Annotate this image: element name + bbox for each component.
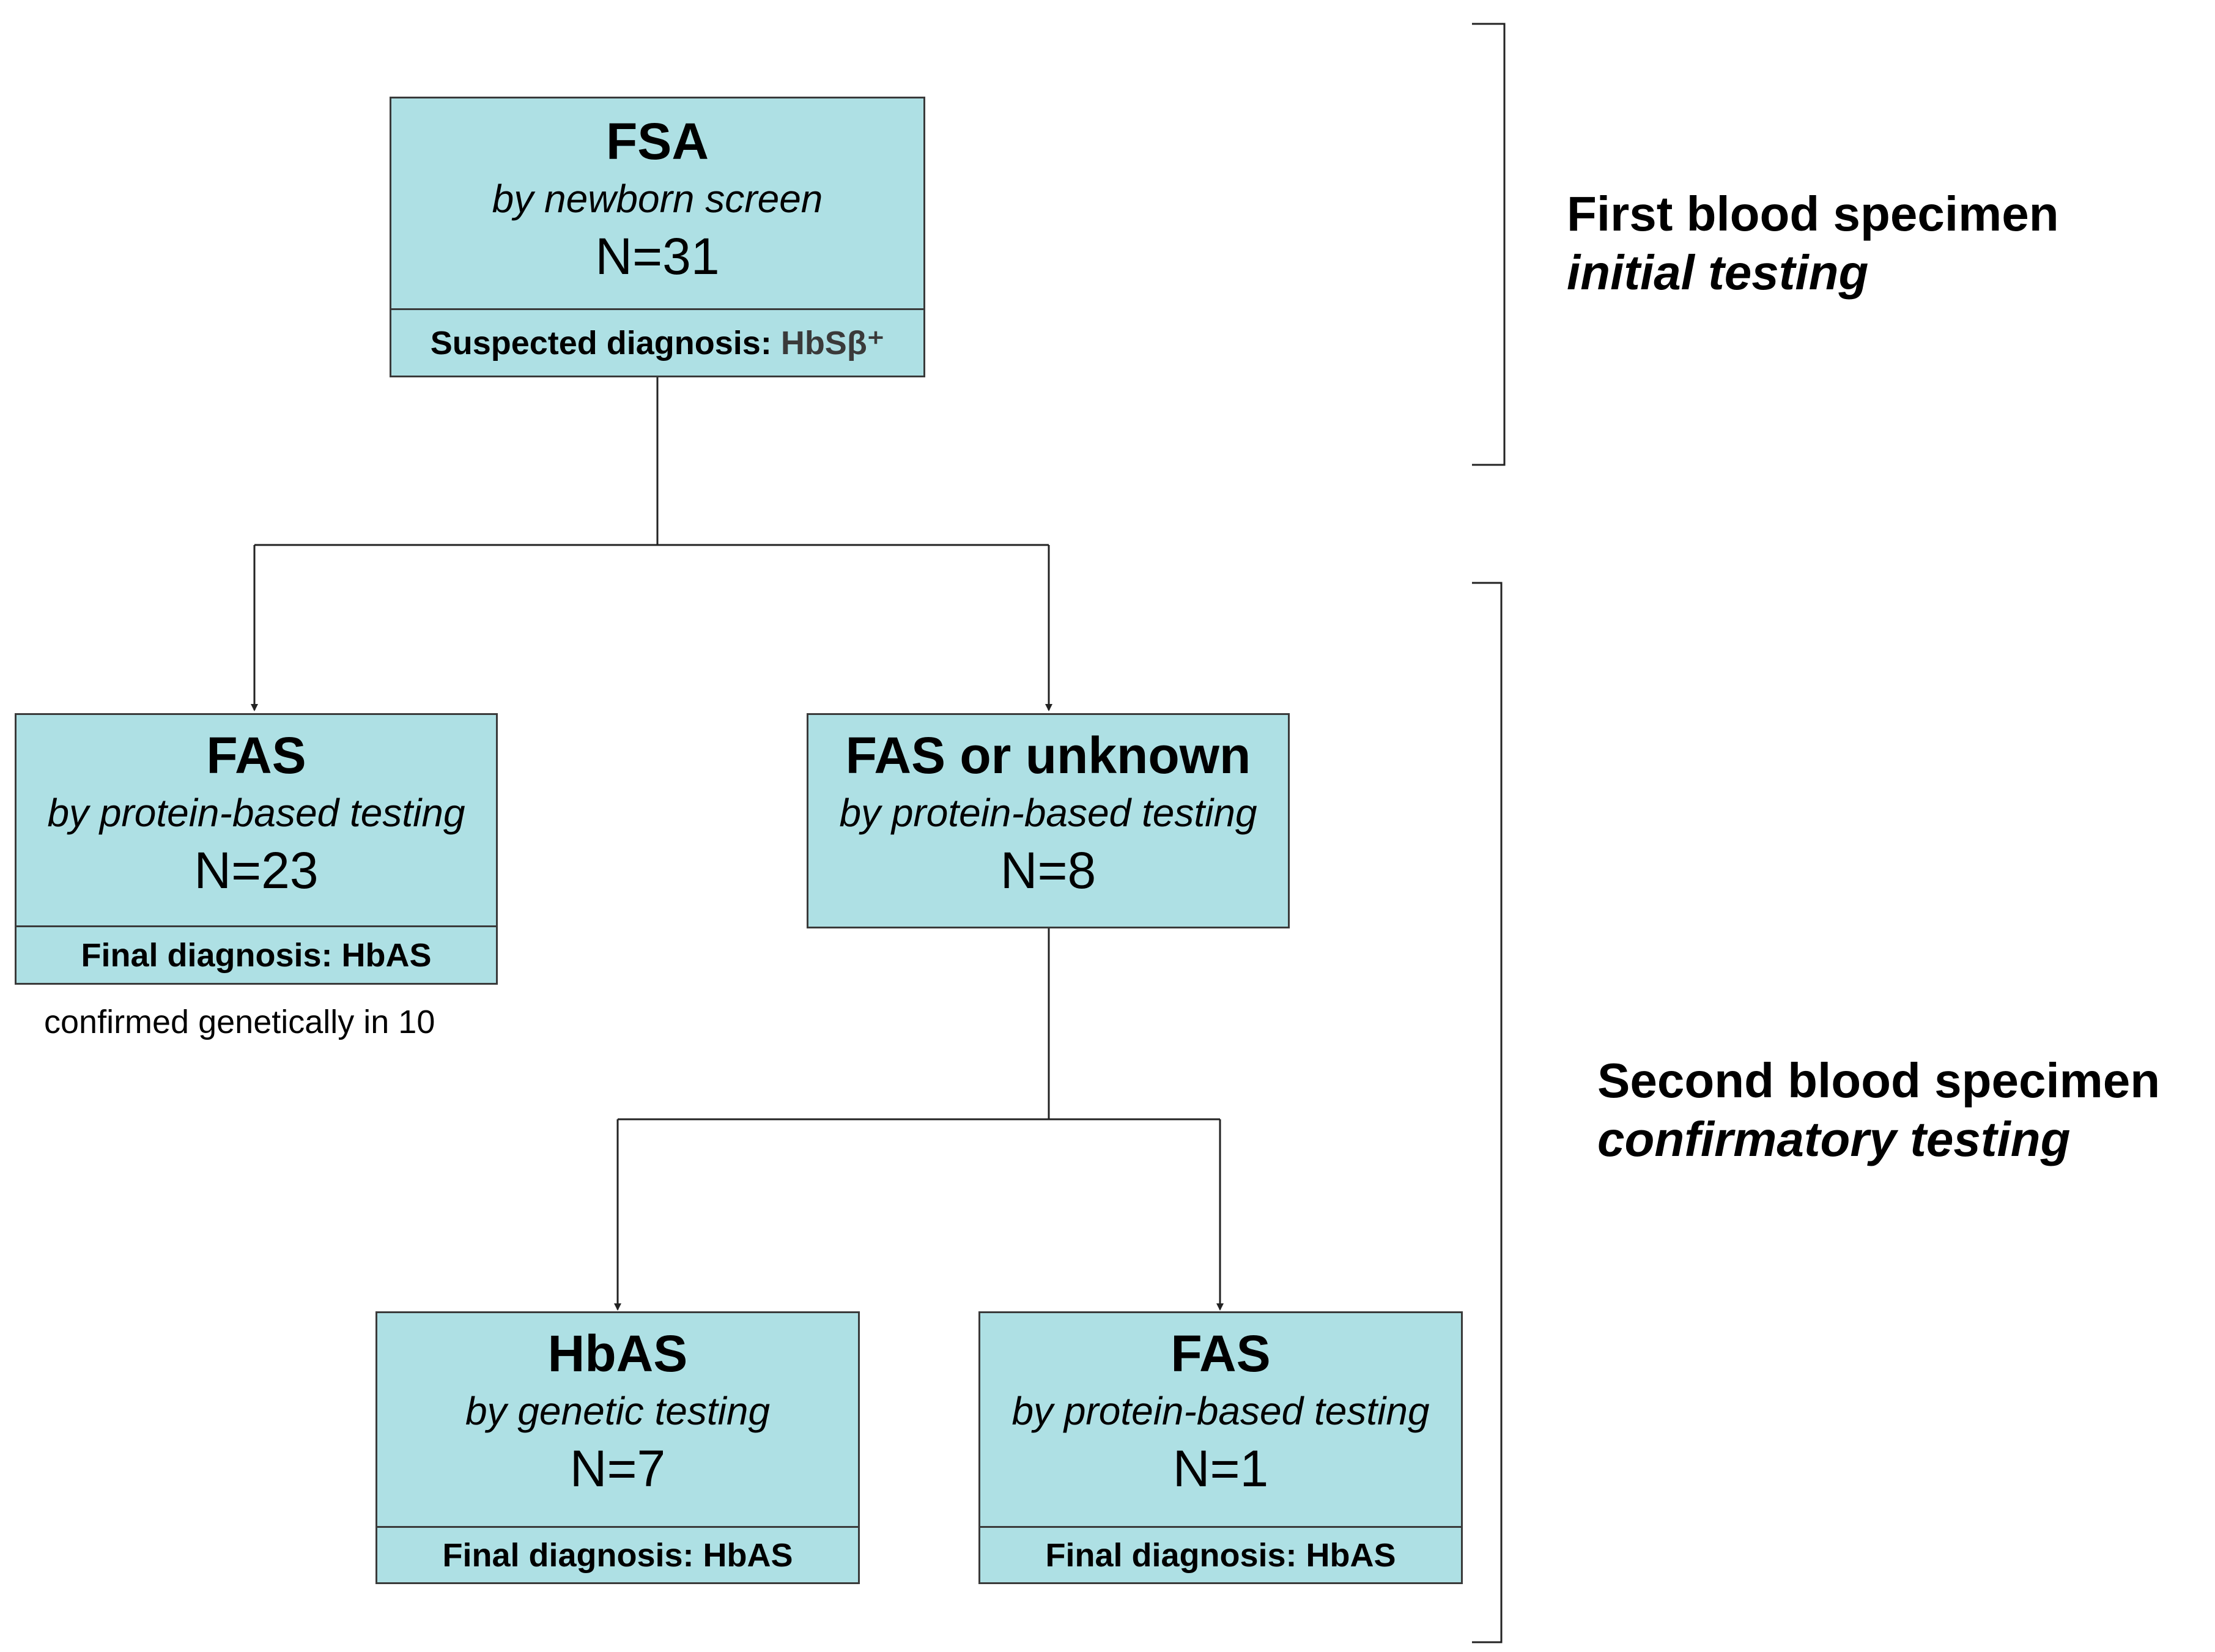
stage-label-first: First blood specimen initial testing	[1567, 185, 2059, 302]
box-title: FAS or unknown	[845, 727, 1251, 784]
box-protein-testing-fas-2: FAS by protein-based testing N=1 Final d…	[978, 1311, 1463, 1584]
footer-value: HbAS	[341, 936, 432, 974]
footer-label: Final diagnosis:	[442, 1536, 694, 1574]
note-confirmed-genetically: confirmed genetically in 10	[44, 1004, 435, 1040]
box-footer: Final diagnosis: HbAS	[377, 1526, 858, 1582]
box-method: by newborn screen	[492, 177, 823, 221]
footer-label: Suspected diagnosis:	[430, 324, 772, 361]
box-footer: Final diagnosis: HbAS	[17, 925, 496, 983]
box-protein-testing-fas-or-unknown: FAS or unknown by protein-based testing …	[807, 713, 1290, 928]
box-title: FAS	[1170, 1325, 1271, 1382]
box-newborn-screen: FSA by newborn screen N=31 Suspected dia…	[390, 97, 925, 377]
bracket-first-specimen	[1472, 23, 1506, 466]
box-method: by protein-based testing	[839, 791, 1257, 835]
box-method: by genetic testing	[465, 1389, 771, 1433]
footer-value: HbAS	[703, 1536, 793, 1574]
box-method: by protein-based testing	[47, 791, 465, 835]
footer-value: HbAS	[1306, 1536, 1396, 1574]
box-title: HbAS	[547, 1325, 688, 1382]
box-count: N=31	[595, 228, 720, 285]
footer-label: Final diagnosis:	[81, 936, 333, 974]
box-title: FAS	[206, 727, 306, 784]
box-count: N=7	[569, 1440, 666, 1497]
box-footer: Final diagnosis: HbAS	[980, 1526, 1461, 1582]
box-count: N=1	[1172, 1440, 1269, 1497]
bracket-second-specimen	[1472, 582, 1503, 1643]
box-method: by protein-based testing	[1011, 1389, 1430, 1433]
box-footer: Suspected diagnosis: HbSβ⁺	[391, 308, 923, 376]
box-title: FSA	[606, 113, 709, 170]
stage-label-second: Second blood specimen confirmatory testi…	[1597, 1051, 2160, 1169]
footer-label: Final diagnosis:	[1045, 1536, 1297, 1574]
stage-title: Second blood specimen	[1597, 1053, 2161, 1108]
stage-subtitle: confirmatory testing	[1597, 1112, 2071, 1166]
box-count: N=8	[1000, 842, 1096, 899]
box-genetic-testing: HbAS by genetic testing N=7 Final diagno…	[375, 1311, 860, 1584]
footer-value: HbSβ⁺	[780, 325, 885, 361]
stage-title: First blood specimen	[1567, 187, 2059, 241]
box-protein-testing-fas: FAS by protein-based testing N=23 Final …	[15, 713, 498, 985]
stage-subtitle: initial testing	[1567, 245, 1869, 300]
box-count: N=23	[194, 842, 319, 899]
